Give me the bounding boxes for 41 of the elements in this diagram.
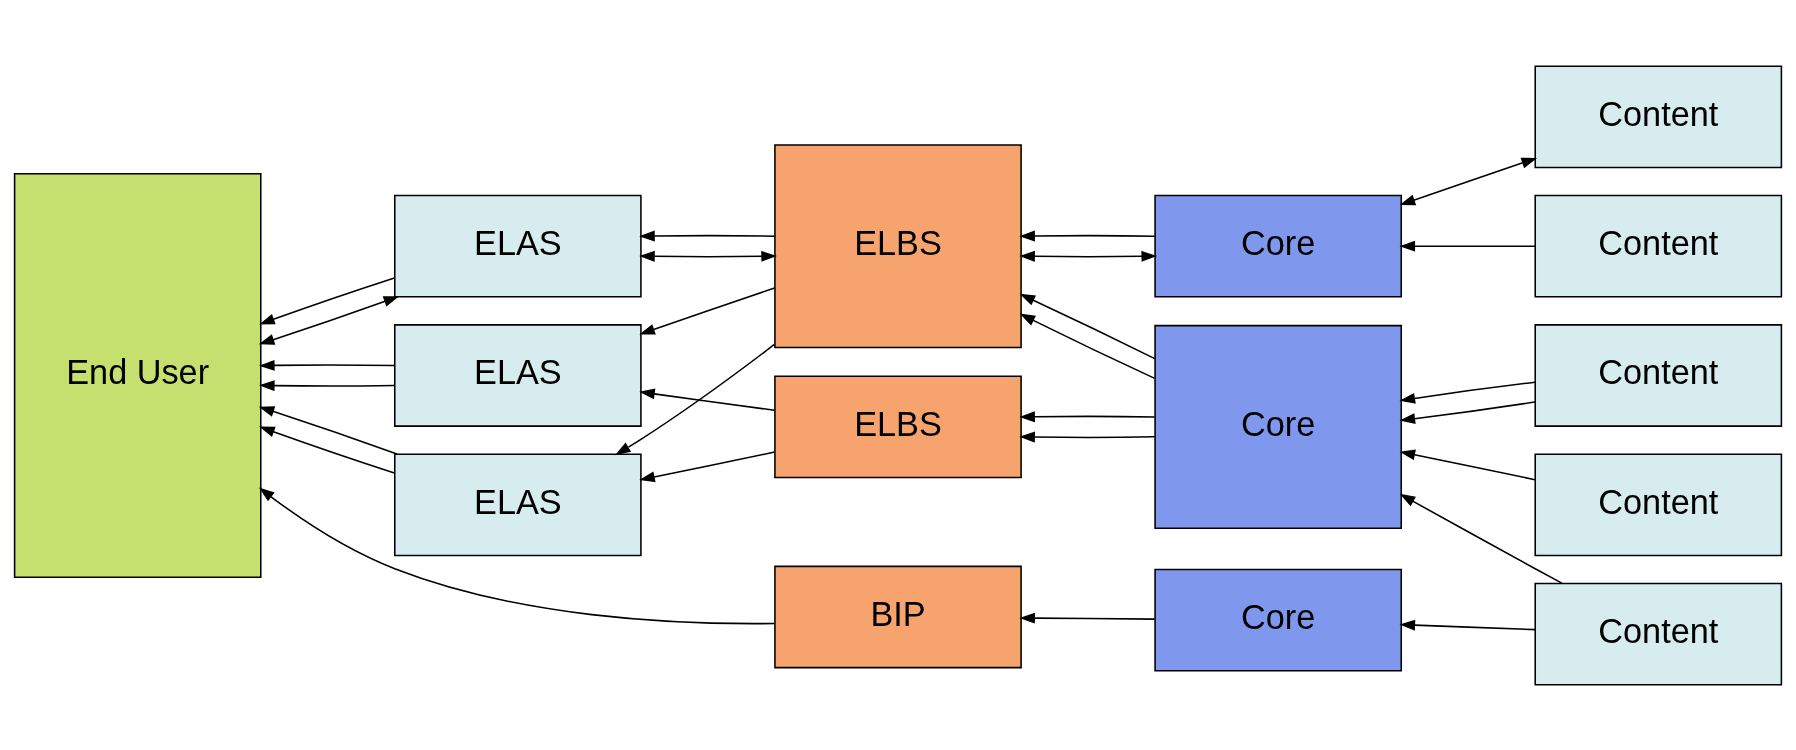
arrow xyxy=(1019,293,1156,359)
arrow xyxy=(1399,400,1536,424)
arrow xyxy=(1019,230,1156,241)
arrow xyxy=(1399,619,1536,631)
arrow xyxy=(1019,612,1156,624)
arrow xyxy=(1019,250,1158,262)
arrow xyxy=(1399,157,1538,205)
node-box: Core xyxy=(1154,324,1402,529)
arrow xyxy=(259,426,396,474)
arrow xyxy=(639,388,776,411)
arrow xyxy=(639,450,776,482)
arrow xyxy=(258,295,400,345)
node-box: Core xyxy=(1154,194,1402,298)
arrow xyxy=(259,276,396,324)
node-box: ELAS xyxy=(394,452,642,556)
node-box: Content xyxy=(1534,64,1783,168)
arrow xyxy=(1019,313,1156,379)
arrow xyxy=(1399,240,1536,252)
arrow xyxy=(614,343,776,455)
arrow xyxy=(639,230,776,241)
node-box: ELAS xyxy=(394,323,642,427)
arrow xyxy=(1399,448,1536,480)
arrow xyxy=(1399,380,1536,404)
arrow xyxy=(639,286,776,334)
node-box: Core xyxy=(1154,568,1402,672)
node-box: Content xyxy=(1534,452,1783,556)
arrow xyxy=(1019,431,1156,442)
arrow xyxy=(1019,410,1156,422)
arrow xyxy=(259,359,396,371)
arrow xyxy=(259,379,396,391)
node-box: ELBS xyxy=(774,375,1022,478)
node-box: BIP xyxy=(774,565,1022,668)
node-box: End User xyxy=(13,172,262,578)
arrow xyxy=(258,405,398,455)
arrow xyxy=(258,486,776,624)
node-box: Content xyxy=(1534,194,1783,298)
node-box: ELBS xyxy=(774,143,1022,348)
node-box: Content xyxy=(1534,323,1783,427)
node-box: ELAS xyxy=(394,194,642,298)
node-box: Content xyxy=(1534,582,1783,686)
arrow xyxy=(639,250,777,262)
